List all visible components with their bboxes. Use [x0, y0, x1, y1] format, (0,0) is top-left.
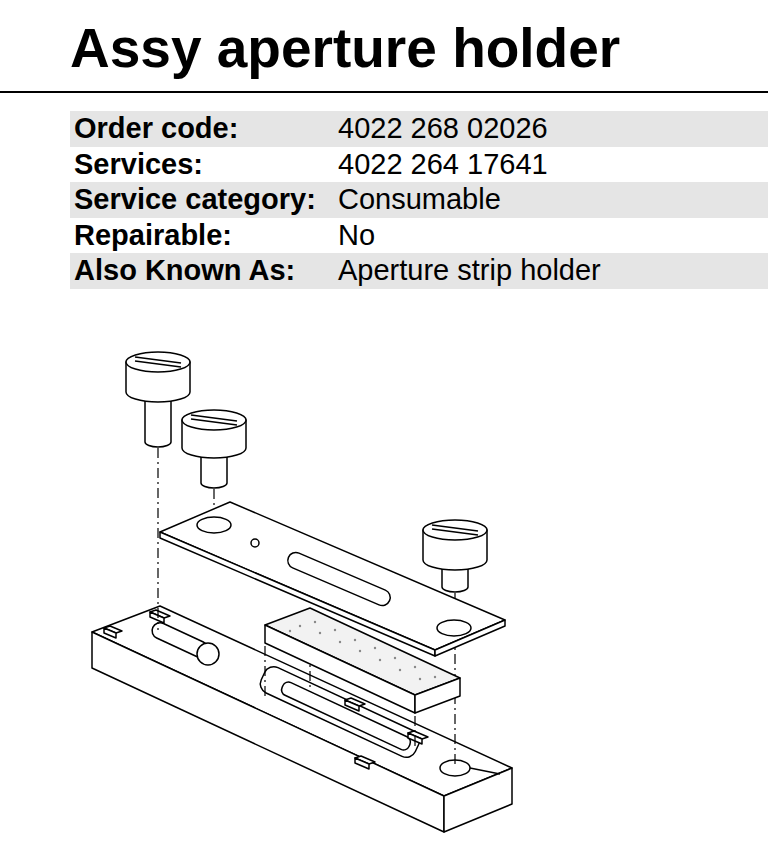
screw — [182, 410, 246, 488]
aperture-strip-line-line — [354, 639, 356, 641]
screw-line — [126, 352, 190, 372]
holder-block-line — [355, 758, 369, 769]
assembly-centerline-line — [264, 646, 265, 700]
field-value: No — [338, 218, 375, 254]
aperture-strip-line-line — [334, 629, 336, 631]
aperture-strip-line-line — [434, 676, 436, 678]
aperture-strip-line-line — [319, 632, 321, 634]
assembly-centerline-line — [414, 716, 415, 746]
assembly-centerline-line — [454, 634, 455, 766]
field-value: 4022 268 02026 — [338, 111, 548, 147]
screw-line — [135, 361, 181, 367]
aperture-strip-line-line — [419, 678, 421, 680]
field-label: Also Known As: — [74, 253, 295, 289]
aperture-strip-line-line — [339, 641, 341, 643]
clamp-plate-line — [160, 532, 435, 656]
clamp-plate-line — [437, 620, 471, 636]
screw-line — [432, 529, 478, 535]
holder-block-line — [92, 606, 512, 796]
page-title: Assy aperture holder — [70, 18, 620, 78]
clamp-plate-line — [251, 539, 259, 547]
clamp-plate-line — [197, 517, 231, 533]
aperture-strip-line-line — [289, 630, 291, 632]
aperture-strip-line-line — [399, 669, 401, 671]
aperture-strip-line-line — [379, 659, 381, 661]
assembly-centerline-line — [157, 448, 158, 630]
field-label: Service category: — [74, 182, 316, 218]
screw — [126, 352, 190, 447]
holder-block-line — [104, 628, 116, 638]
field-label: Repairable: — [74, 218, 232, 254]
aperture-strip-line-line — [359, 650, 361, 652]
holder-block-line — [444, 768, 512, 832]
clamp-plate-line — [160, 502, 505, 650]
aperture-strip-line-line — [374, 647, 376, 649]
holder-block-line — [150, 612, 164, 623]
field-value: Consumable — [338, 182, 501, 218]
holder-block-line — [345, 700, 359, 711]
screw-line — [182, 410, 246, 430]
screw-line — [423, 520, 487, 540]
aperture-strip-line-line — [394, 657, 396, 659]
clamp-plate-line — [435, 620, 505, 656]
aperture-strip-line — [415, 678, 460, 713]
screw — [423, 520, 487, 592]
holder-block-line — [470, 768, 500, 774]
field-label: Order code: — [74, 111, 238, 147]
clamp-plate-line — [285, 550, 392, 608]
title-rule — [0, 91, 768, 93]
clamp-plate — [160, 502, 505, 656]
field-label: Services: — [74, 147, 203, 183]
aperture-strip-line-line — [299, 625, 301, 627]
holder-block-line — [197, 643, 219, 665]
field-value: 4022 264 17641 — [338, 147, 548, 183]
aperture-strip-line-line — [314, 621, 316, 623]
aperture-strip-line-line — [414, 666, 416, 668]
field-value: Aperture strip holder — [338, 253, 601, 289]
screw-line — [191, 419, 237, 425]
